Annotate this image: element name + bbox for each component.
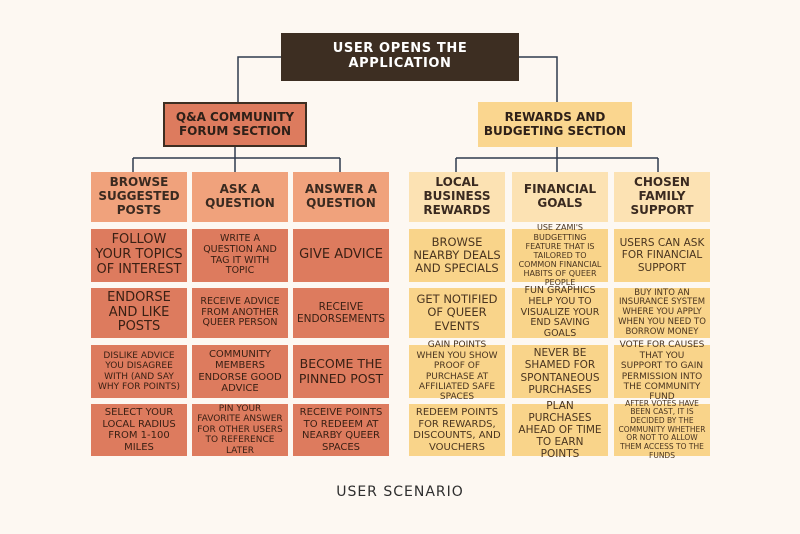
diagram-caption: USER SCENARIO xyxy=(336,484,464,500)
step-box: NEVER BE SHAMED FOR SPONTANEOUS PURCHASE… xyxy=(512,345,608,398)
step-box: PLAN PURCHASES AHEAD OF TIME TO EARN POI… xyxy=(512,400,608,460)
column-header: BROWSE SUGGESTED POSTS xyxy=(91,172,187,222)
step-box: GIVE ADVICE xyxy=(293,229,389,282)
column-header: ANSWER A QUESTION xyxy=(293,172,389,222)
step-box: FUN GRAPHICS HELP YOU TO VISUALIZE YOUR … xyxy=(512,285,608,339)
step-box: RECEIVE POINTS TO REDEEM AT NEARBY QUEER… xyxy=(293,404,389,456)
column-header: LOCAL BUSINESS REWARDS xyxy=(409,172,505,222)
step-box: BROWSE NEARBY DEALS AND SPECIALS xyxy=(409,229,505,282)
root-node: USER OPENS THE APPLICATION xyxy=(281,33,519,81)
section-rewards-budgeting: REWARDS AND BUDGETING SECTION xyxy=(478,102,632,147)
connector-root-right xyxy=(519,56,558,102)
step-box: PIN YOUR FAVORITE ANSWER FOR OTHER USERS… xyxy=(192,404,288,456)
step-box: GET NOTIFIED OF QUEER EVENTS xyxy=(409,288,505,338)
step-box: GAIN POINTS WHEN YOU SHOW PROOF OF PURCH… xyxy=(409,340,505,402)
column-header: CHOSEN FAMILY SUPPORT xyxy=(614,172,710,222)
step-box: RECEIVE ENDORSEMENTS xyxy=(293,288,389,338)
step-box: COMMUNITY MEMBERS ENDORSE GOOD ADVICE xyxy=(192,345,288,398)
step-box: ENDORSE AND LIKE POSTS xyxy=(91,288,187,338)
step-box: REDEEM POINTS FOR REWARDS, DISCOUNTS, AN… xyxy=(409,404,505,456)
column-header: ASK A QUESTION xyxy=(192,172,288,222)
step-box: VOTE FOR CAUSES THAT YOU SUPPORT TO GAIN… xyxy=(614,340,710,402)
column-header: FINANCIAL GOALS xyxy=(512,172,608,222)
step-box: SELECT YOUR LOCAL RADIUS FROM 1-100 MILE… xyxy=(91,404,187,456)
section-qa-community: Q&A COMMUNITY FORUM SECTION xyxy=(163,102,307,147)
connector-root-left xyxy=(237,56,281,102)
step-box: BUY INTO AN INSURANCE SYSTEM WHERE YOU A… xyxy=(614,288,710,338)
step-box: WRITE A QUESTION AND TAG IT WITH TOPIC xyxy=(192,229,288,282)
step-box: USERS CAN ASK FOR FINANCIAL SUPPORT xyxy=(614,229,710,282)
step-box: USE ZAMI'S BUDGETTING FEATURE THAT IS TA… xyxy=(512,223,608,287)
step-box: DISLIKE ADVICE YOU DISAGREE WITH (AND SA… xyxy=(91,345,187,398)
step-box: FOLLOW YOUR TOPICS OF INTEREST xyxy=(91,229,187,282)
step-box: BECOME THE PINNED POST xyxy=(293,345,389,398)
step-box: AFTER VOTES HAVE BEEN CAST, IT IS DECIDE… xyxy=(614,399,710,459)
step-box: RECEIVE ADVICE FROM ANOTHER QUEER PERSON xyxy=(192,288,288,338)
